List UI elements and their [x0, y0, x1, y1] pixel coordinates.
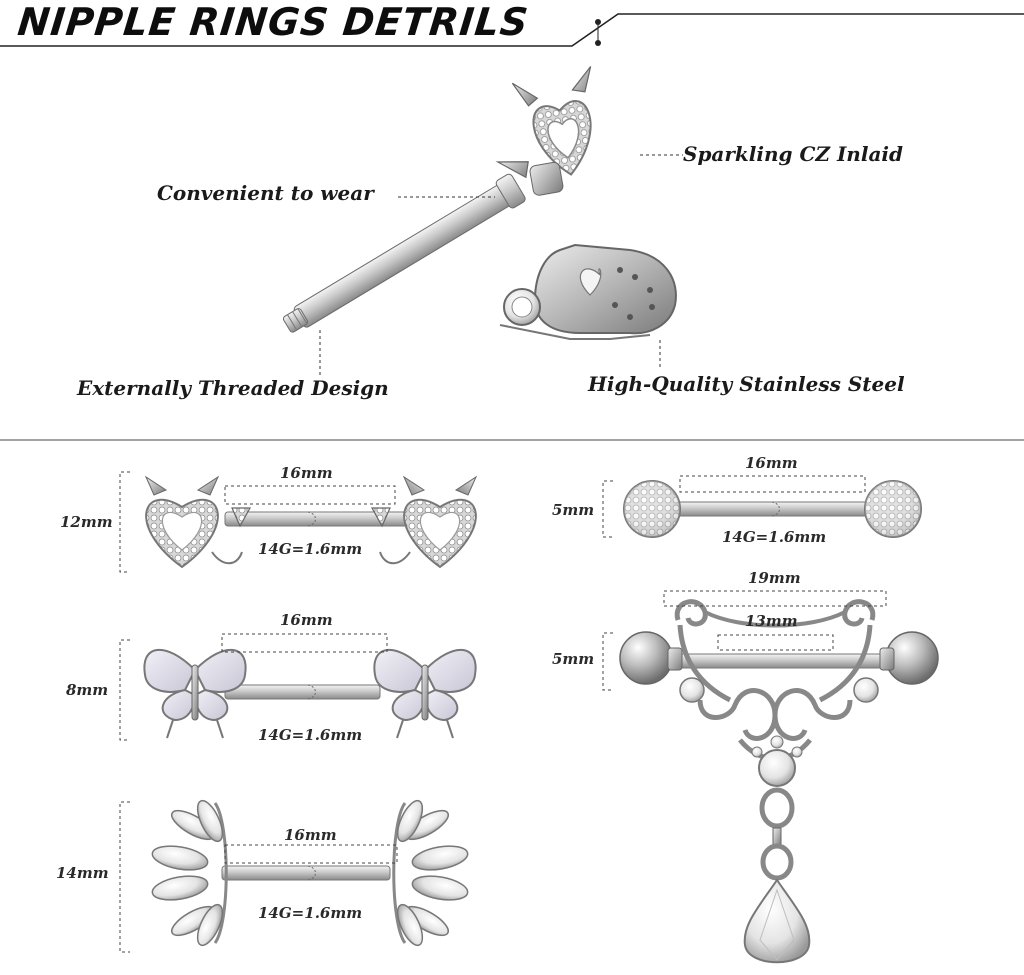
devil-heart-height: 12mm — [60, 513, 113, 531]
feature-convenient: Convenient to wear — [157, 181, 374, 205]
ball-gauge: 14G=1.6mm — [722, 528, 827, 546]
page-title: NIPPLE RINGS DETRILS — [15, 0, 531, 44]
ball-height: 5mm — [552, 501, 595, 519]
ball-barbell — [602, 475, 922, 538]
dangle-shield-barbell — [602, 590, 939, 964]
devil-heart-barbell — [119, 471, 478, 573]
devil-heart-length: 16mm — [280, 464, 333, 482]
butterfly-gauge: 14G=1.6mm — [258, 726, 363, 744]
feature-sparkling-cz: Sparkling CZ Inlaid — [683, 142, 903, 166]
dangle-bar-length: 13mm — [745, 612, 798, 630]
feature-threaded: Externally Threaded Design — [77, 376, 389, 400]
butterfly-height: 8mm — [66, 681, 109, 699]
ball-length: 16mm — [745, 454, 798, 472]
leaf-length: 16mm — [284, 826, 337, 844]
devil-heart-gauge: 14G=1.6mm — [258, 540, 363, 558]
leaf-gauge: 14G=1.6mm — [258, 904, 363, 922]
feature-stainless-steel: High-Quality Stainless Steel — [588, 372, 905, 396]
main-barbell-illustration — [282, 66, 683, 378]
dangle-height: 5mm — [552, 650, 595, 668]
butterfly-length: 16mm — [280, 611, 333, 629]
butterfly-barbell — [119, 633, 477, 741]
leaf-barbell — [119, 799, 469, 953]
header-rule — [0, 13, 1024, 47]
dangle-width: 19mm — [748, 569, 801, 587]
leaf-height: 14mm — [56, 864, 109, 882]
